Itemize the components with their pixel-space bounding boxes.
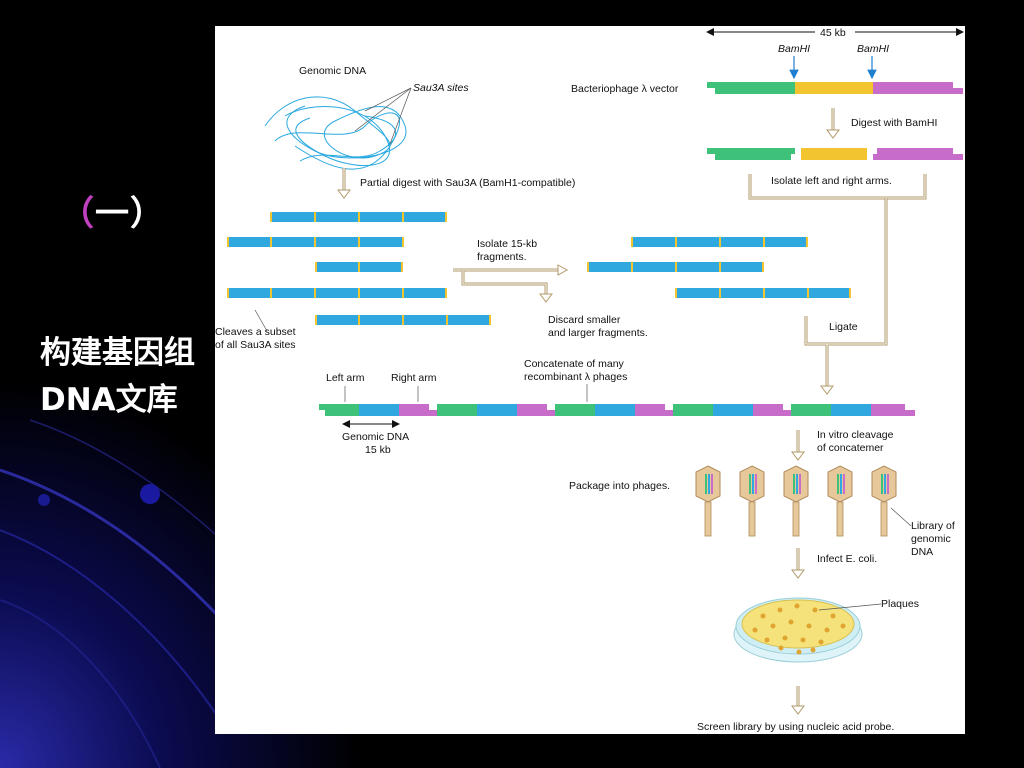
diagram-panel: Genomic DNA Sau3A sites Partial digest w…	[215, 26, 965, 734]
petri-dish	[733, 597, 863, 663]
down-arrow	[826, 108, 840, 139]
isolate-arms-bracket	[748, 174, 927, 200]
isolate-label-1: Isolate 15-kb	[477, 238, 537, 250]
screen-label: Screen library by using nucleic acid pro…	[697, 721, 894, 733]
bamhi-label-2: BamHI	[857, 43, 889, 55]
decor-dot	[140, 484, 160, 504]
ligate-label: Ligate	[829, 321, 858, 333]
genomic-dna-tangle	[264, 96, 407, 170]
library-label-2: genomic	[911, 533, 951, 545]
concat-label-1: Concatenate of many	[524, 358, 625, 370]
plaques	[752, 603, 846, 655]
concat-label-2: recombinant λ phages	[524, 371, 627, 383]
sau3a-pointer-lines	[354, 87, 412, 145]
phage-particle	[871, 465, 897, 537]
left-arm-label: Left arm	[326, 372, 365, 384]
isolate-arms-label: Isolate left and right arms.	[771, 175, 892, 187]
fragment-set-left	[227, 212, 491, 325]
infect-label: Infect E. coli.	[817, 553, 877, 565]
cleaves-label-2: of all Sau3A sites	[215, 339, 296, 351]
concatemer	[319, 404, 915, 416]
down-arrow	[337, 168, 351, 199]
slide-subtitle: 构建基因组DNA文库	[40, 335, 195, 418]
genomic-15kb-label-2: 15 kb	[365, 444, 391, 456]
concat-pointer-lines	[344, 384, 588, 402]
vector-arms	[707, 148, 963, 160]
size-45kb-marker	[706, 26, 964, 38]
genomic-dna-label: Genomic DNA	[299, 65, 366, 77]
section-heading: （一）	[60, 194, 165, 234]
down-arrow	[791, 686, 805, 715]
library-label-1: Library of	[911, 520, 955, 532]
plaques-label: Plaques	[881, 598, 919, 610]
phage-particle	[739, 465, 765, 537]
digest-bamhi-label: Digest with BamHI	[851, 117, 937, 129]
phage-particle	[827, 465, 853, 537]
bamhi-label-1: BamHI	[778, 43, 810, 55]
size-45kb-label: 45 kb	[820, 27, 846, 39]
package-label: Package into phages.	[569, 480, 670, 492]
library-label-3: DNA	[911, 546, 933, 558]
down-arrow	[791, 548, 805, 579]
sau3a-sites-label: Sau3A sites	[413, 82, 469, 94]
decor-dot	[38, 494, 50, 506]
ligate-connector	[804, 198, 888, 395]
genomic-15kb-label-1: Genomic DNA	[342, 431, 409, 443]
partial-digest-label: Partial digest with Sau3A (BamH1-compati…	[360, 177, 575, 189]
lambda-vector	[707, 82, 963, 94]
fragment-set-isolated	[587, 237, 851, 298]
isolate-label-2: fragments.	[477, 251, 527, 263]
phage-particle	[695, 465, 721, 537]
discard-label-2: and larger fragments.	[548, 327, 648, 339]
genomic-library-diagram: Genomic DNA Sau3A sites Partial digest w…	[215, 26, 964, 733]
cleaves-label-1: Cleaves a subset	[215, 326, 296, 338]
plaques-pointer	[818, 603, 882, 611]
down-arrow	[791, 430, 805, 461]
isolate-arrow	[453, 264, 569, 303]
library-pointer	[890, 507, 912, 527]
phage-particle	[783, 465, 809, 537]
vector-label: Bacteriophage λ vector	[571, 83, 679, 95]
discard-label-1: Discard smaller	[548, 314, 621, 326]
invitro-label-1: In vitro cleavage	[817, 429, 894, 441]
cleaves-pointer	[254, 309, 268, 332]
phage-particles	[695, 465, 897, 537]
right-arm-label: Right arm	[391, 372, 437, 384]
invitro-label-2: of concatemer	[817, 442, 884, 454]
